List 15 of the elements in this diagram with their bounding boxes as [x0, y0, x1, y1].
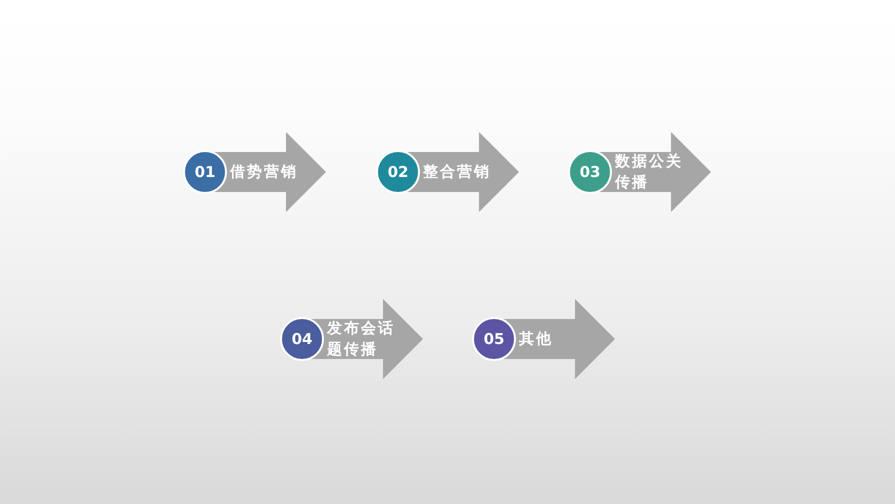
step-number: 04 [292, 330, 312, 348]
step-number: 02 [388, 163, 408, 181]
number-circle [376, 150, 420, 194]
arrow-label: 其他 [519, 328, 553, 350]
arrow-label: 借势营销 [230, 162, 298, 182]
step-number: 01 [194, 163, 216, 181]
number-circle [183, 150, 227, 194]
number-circle [280, 317, 324, 361]
arrow-label: 整合营销 [423, 162, 491, 182]
step-number: 05 [484, 330, 504, 348]
arrow-label: 发布会话题传播 [327, 318, 396, 360]
number-circle [568, 150, 612, 194]
step-number: 03 [580, 163, 600, 181]
arrow-label: 数据公关传播 [615, 151, 684, 193]
number-circle [472, 317, 516, 361]
